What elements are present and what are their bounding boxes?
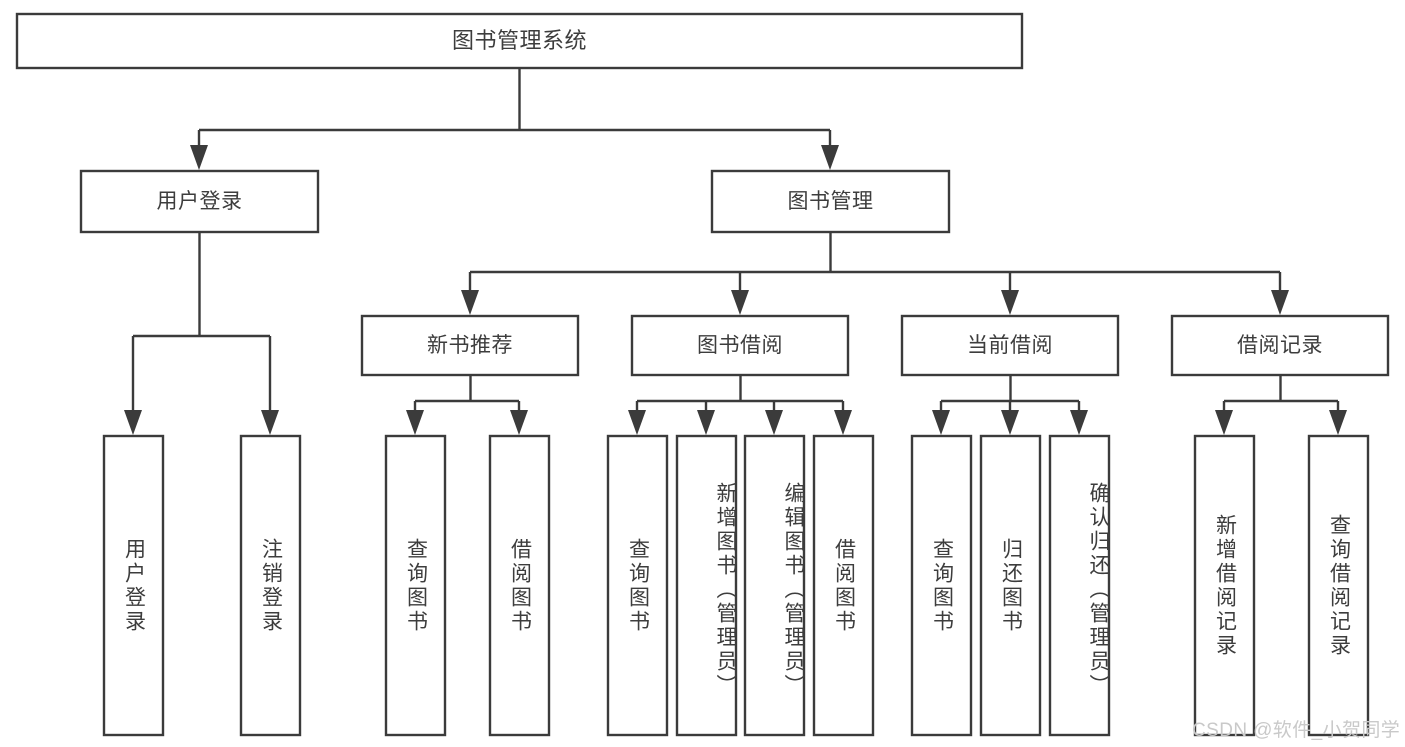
arrow-head-login [190,145,208,170]
node-box-borrow[interactable] [630,314,850,377]
node-box-leaf-9[interactable] [910,434,973,737]
arrow-head-leaf-1 [124,410,142,435]
node-box-newbook[interactable] [360,314,580,377]
arrow-head-leaf-6 [697,410,715,435]
node-box-bookmgmt[interactable] [710,169,951,234]
node-box-leaf-8[interactable] [812,434,875,737]
arrow-head-leaf-2 [261,410,279,435]
arrow-head-leaf-9 [932,410,950,435]
node-box-leaf-13[interactable] [1307,434,1370,737]
node-box-leaf-5[interactable] [606,434,669,737]
arrow-head-leaf-13 [1329,410,1347,435]
node-box-root[interactable] [15,12,1024,70]
node-box-leaf-11[interactable] [1048,434,1111,737]
arrow-head-leaf-4 [510,410,528,435]
node-box-leaf-12[interactable] [1193,434,1256,737]
node-box-login[interactable] [79,169,320,234]
node-box-leaf-3[interactable] [384,434,447,737]
arrow-head-borrow [731,290,749,315]
arrow-head-leaf-11 [1070,410,1088,435]
node-box-leaf-1[interactable] [102,434,165,737]
arrow-head-bookmgmt [821,145,839,170]
node-box-leaf-2[interactable] [239,434,302,737]
arrow-head-leaf-12 [1215,410,1233,435]
node-box-leaf-6[interactable] [675,434,738,737]
arrow-head-leaf-7 [765,410,783,435]
arrow-head-leaf-8 [834,410,852,435]
arrow-head-leaf-10 [1001,410,1019,435]
arrow-head-record [1271,290,1289,315]
arrow-head-leaf-5 [628,410,646,435]
node-box-leaf-4[interactable] [488,434,551,737]
arrow-head-newbook [461,290,479,315]
arrow-head-leaf-3 [406,410,424,435]
node-box-leaf-7[interactable] [743,434,806,737]
node-box-current[interactable] [900,314,1120,377]
arrow-head-current [1001,290,1019,315]
node-box-record[interactable] [1170,314,1390,377]
node-box-leaf-10[interactable] [979,434,1042,737]
